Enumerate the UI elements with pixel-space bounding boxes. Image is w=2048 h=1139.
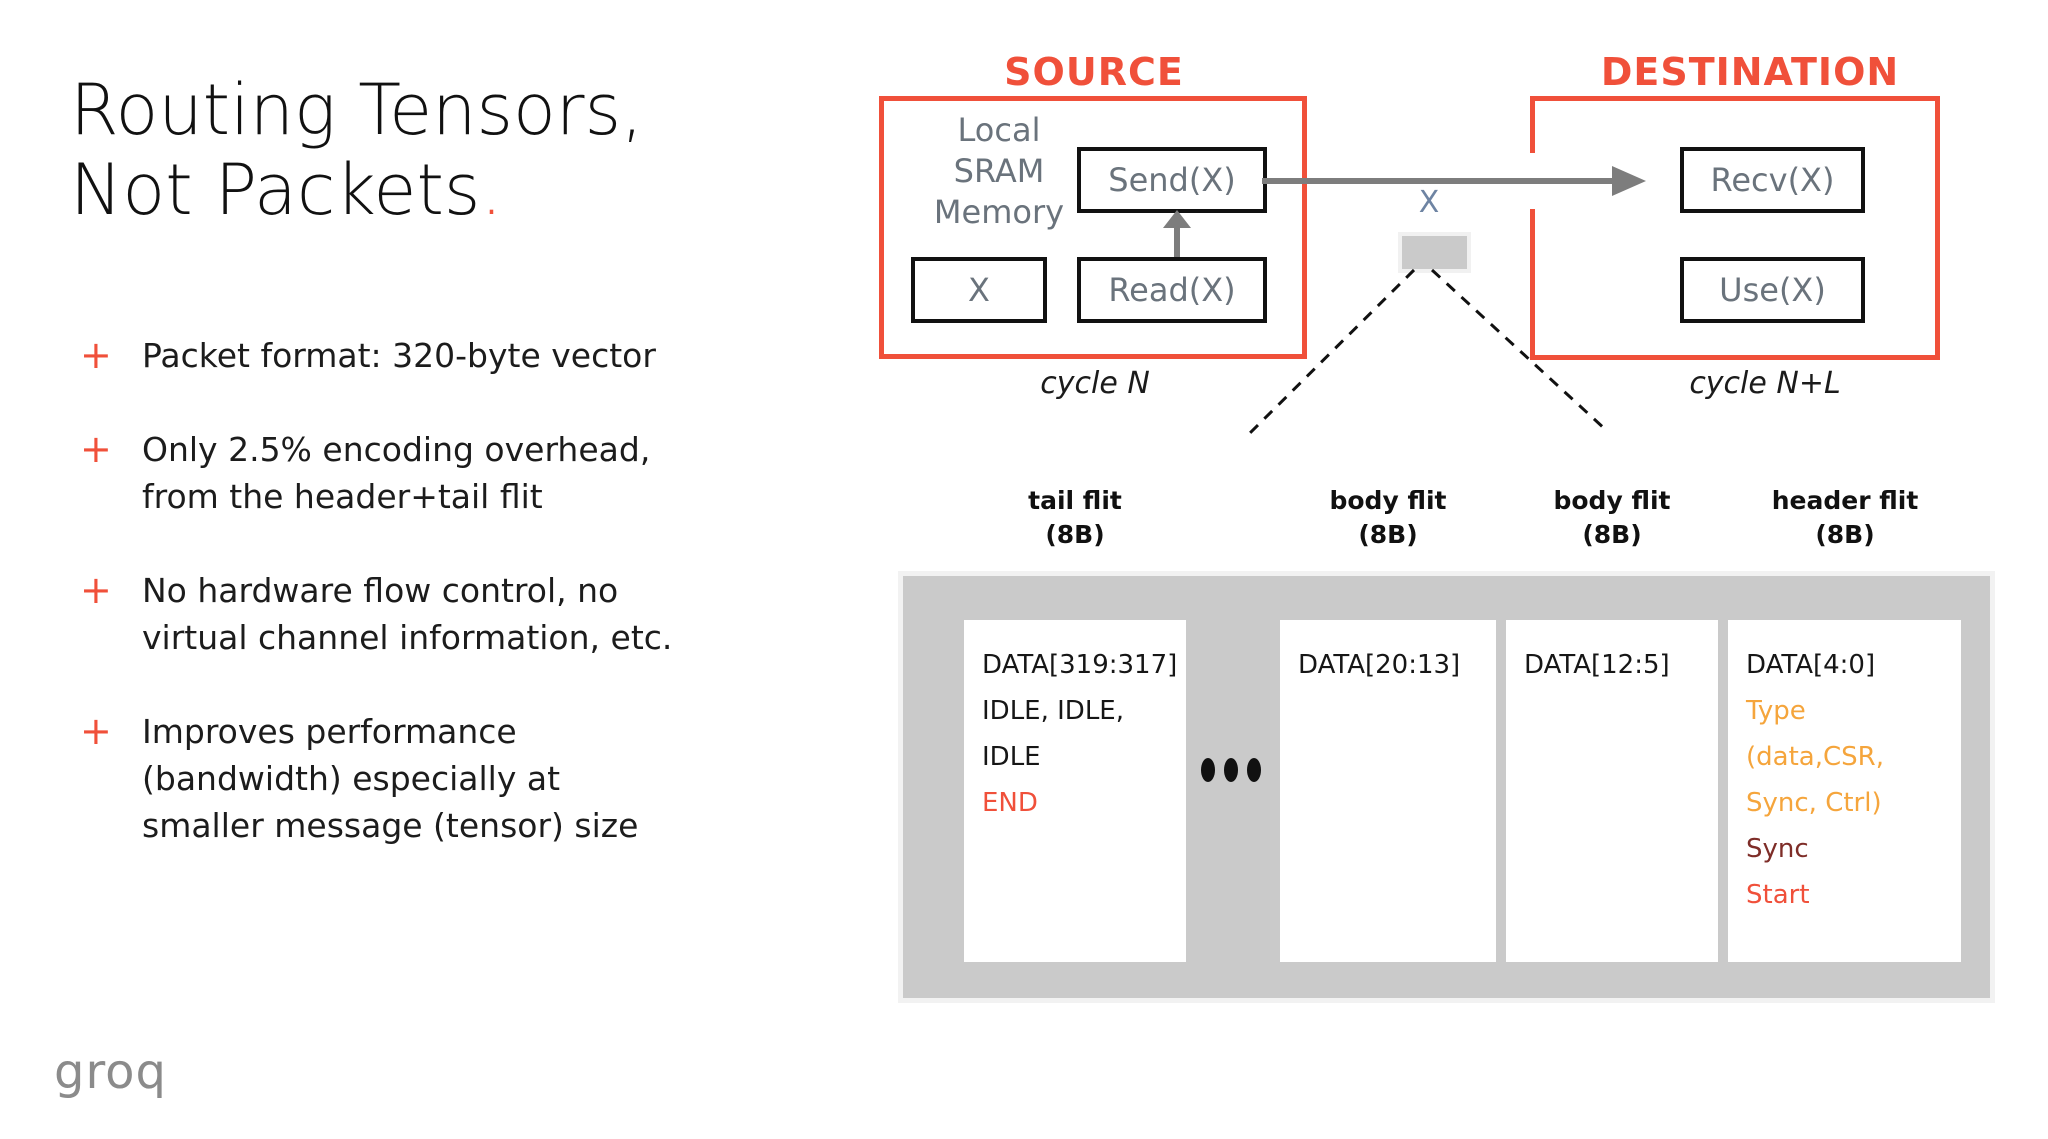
page-title: Routing Tensors, Not Packets. [70,70,830,230]
source-cycle-caption: cycle N [1040,366,1150,401]
transfer-x-label: X [1418,185,1440,220]
list-item: + Only 2.5% encoding overhead, from the … [80,426,800,520]
destination-cycle-caption: cycle N+L [1689,366,1841,401]
bullet-text: Packet format: 320-byte vector [142,336,656,375]
header-flit-box: DATA[4:0] Type (data,CSR, Sync, Ctrl) Sy… [1728,620,1961,962]
packet-format-container: DATA[319:317] IDLE, IDLE, IDLE END DATA[… [903,576,1990,998]
list-item: + No hardware flow control, no virtual c… [80,567,800,661]
body-flit-box: DATA[12:5] [1506,620,1718,962]
title-accent-period: . [480,149,503,231]
page-title-line2: Not Packets. [70,149,503,231]
local-sram-memory-label: Local SRAM Memory [933,111,1065,231]
flit-column-label: body flit (8B) [1553,486,1671,549]
plus-bullet-icon: + [80,333,112,377]
bullet-text: Improves performance (bandwidth) especia… [142,712,639,845]
list-item: + Improves performance (bandwidth) espec… [80,708,800,849]
ellipsis-dots-icon [1201,758,1261,782]
destination-heading: DESTINATION [1600,50,1900,94]
list-item: + Packet format: 320-byte vector [80,332,800,379]
flit-column-label: body flit (8B) [1329,486,1447,549]
body-flit-box: DATA[20:13] [1280,620,1496,962]
tail-flit-box: DATA[319:317] IDLE, IDLE, IDLE END [964,620,1186,962]
source-box [879,96,1307,359]
use-node: Use(X) [1680,257,1865,323]
groq-logo: groq [54,1044,167,1100]
plus-bullet-icon: + [80,709,112,753]
bullet-text: No hardware flow control, no virtual cha… [142,571,673,657]
plus-bullet-icon: + [80,568,112,612]
send-node: Send(X) [1077,147,1267,213]
flit-column-label: header flit (8B) [1771,486,1919,549]
bullet-list: + Packet format: 320-byte vector + Only … [80,332,800,896]
packet-rectangle [1398,232,1471,273]
read-node: Read(X) [1077,257,1267,323]
plus-bullet-icon: + [80,427,112,471]
flit-column-label: tail flit (8B) [1028,486,1122,549]
bullet-text: Only 2.5% encoding overhead, from the he… [142,430,651,516]
recv-node: Recv(X) [1680,147,1865,213]
x-node: X [911,257,1047,323]
page-title-line1: Routing Tensors, [70,69,644,151]
destination-box [1530,96,1940,360]
source-heading: SOURCE [1004,50,1184,94]
